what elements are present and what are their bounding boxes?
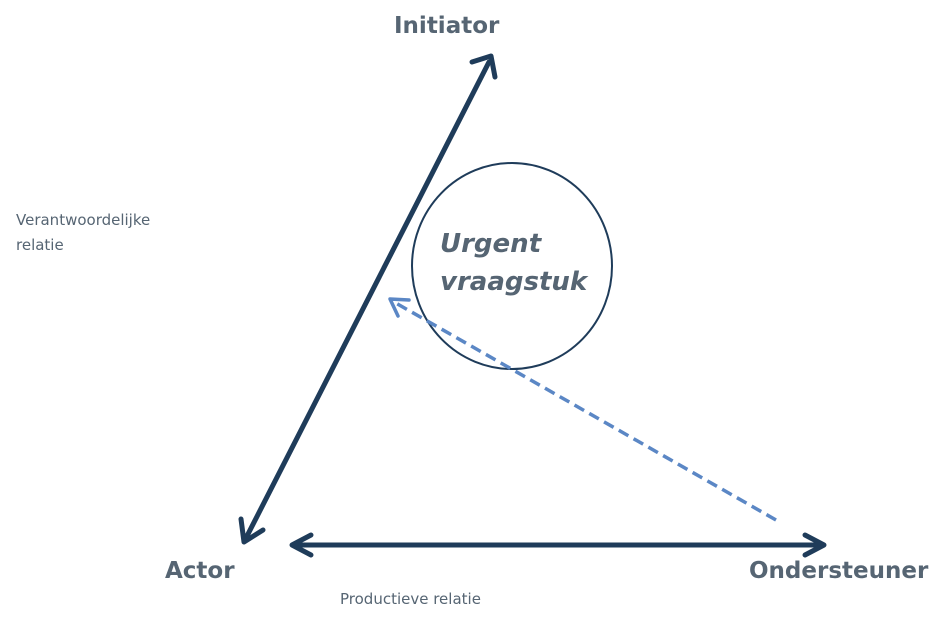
arrowhead-initiator (469, 53, 498, 80)
arrowhead-actor (238, 516, 266, 545)
productive-relation-label: Productieve relatie (340, 590, 481, 608)
urgent-issue-circle (411, 162, 613, 370)
urgent-issue-line2: vraagstuk (440, 267, 588, 297)
dashed-arrowhead (388, 297, 411, 318)
productive-relation-arrow (289, 532, 827, 558)
node-initiator: Initiator (394, 13, 500, 39)
arrowhead-left (289, 532, 314, 558)
responsible-relation-line1: Verantwoordelijke (16, 211, 151, 229)
node-ondersteuner: Ondersteuner (749, 558, 929, 584)
responsible-relation-label: Verantwoordelijke relatie (16, 208, 150, 258)
responsible-relation-arrow (238, 53, 498, 545)
support-dashed-arrow (388, 297, 777, 522)
node-actor: Actor (165, 558, 235, 584)
urgent-issue-line1: Urgent (440, 229, 542, 259)
urgent-issue-label: Urgent vraagstuk (440, 225, 587, 301)
responsible-relation-line2: relatie (16, 236, 64, 254)
arrowhead-right (802, 532, 827, 558)
